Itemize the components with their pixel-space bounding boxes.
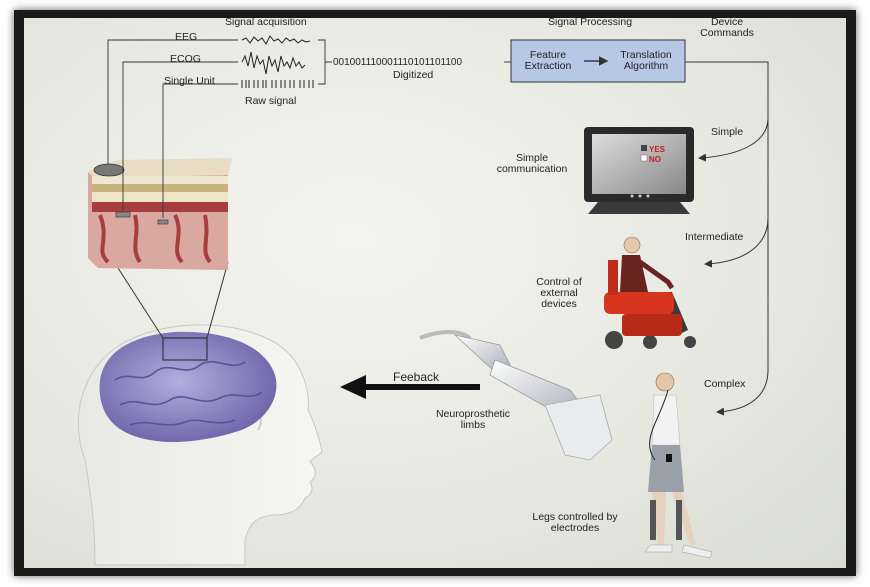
ecog-label: ECOG: [170, 53, 201, 65]
digital-string: 001001110001110101101100: [333, 57, 463, 68]
legs-label: Legs controlled by electrodes: [532, 511, 618, 534]
feedback-label: Feeback: [393, 370, 440, 384]
neuroprosthetic-label: Neuroprosthetic limbs: [435, 408, 511, 431]
device-commands-title: Device Commands: [700, 16, 754, 39]
eeg-electrode: [93, 163, 125, 177]
walking-figure-icon: [644, 372, 713, 559]
cortex-block: [88, 158, 232, 270]
acquisition-leader-lines: [107, 39, 332, 218]
intermediate-command-label: Intermediate: [685, 231, 744, 243]
processing-box: [510, 39, 686, 83]
zoom-line-right: [206, 261, 229, 339]
single-unit-electrode: [157, 219, 169, 225]
screen-no-text: NO: [649, 155, 661, 164]
feedback-arrow[interactable]: [340, 375, 480, 399]
external-devices-label: Control of external devices: [536, 276, 582, 310]
complex-command-label: Complex: [704, 378, 746, 390]
feature-extraction-label: Feature Extraction: [524, 49, 572, 72]
head-illustration: [78, 324, 323, 566]
wheelchair-icon: [604, 236, 696, 349]
robotic-arm-icon: [419, 330, 613, 461]
processing-title: Signal Processing: [548, 16, 633, 28]
translation-algorithm-label: Translation Algorithm: [620, 49, 672, 72]
eeg-label: EEG: [175, 31, 198, 43]
screen-yes-text: YES: [649, 145, 666, 154]
raw-signal-label: Raw signal: [245, 95, 297, 107]
monitor-icon: [584, 127, 694, 214]
command-lines: [685, 61, 769, 416]
single-unit-label: Single Unit: [164, 75, 215, 87]
simple-command-label: Simple: [711, 126, 744, 138]
zoom-line-left: [117, 267, 164, 339]
ecog-electrode: [115, 211, 131, 218]
brain-icon: [99, 331, 277, 443]
digitized-label: Digitized: [393, 69, 434, 81]
acquisition-title: Signal acquisition: [225, 16, 307, 28]
raw-signal-traces: [241, 35, 314, 88]
simple-communication-label: Simple communication: [496, 152, 568, 175]
